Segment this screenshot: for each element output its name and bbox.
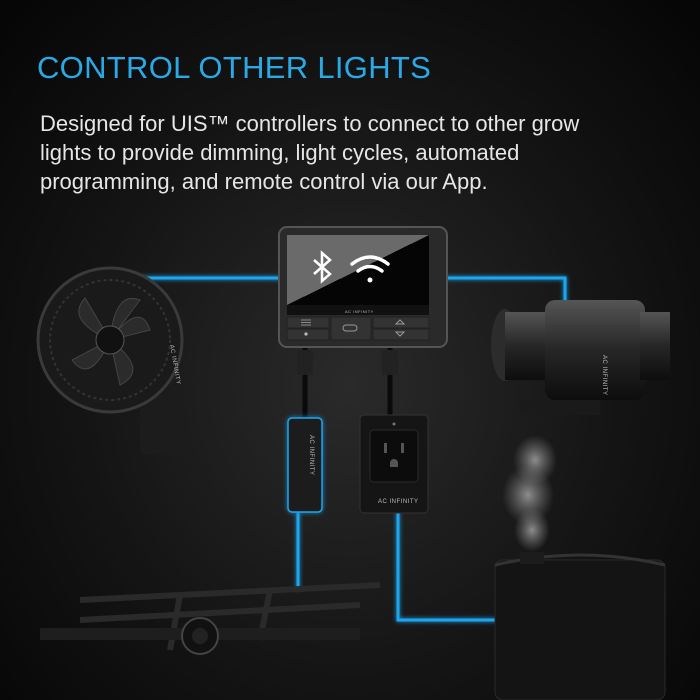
duct-fan-brand: AC INFINITY: [601, 355, 607, 396]
uis-controller: AC INFINITY: [278, 226, 448, 348]
description-line: programming, and remote control via our …: [40, 169, 488, 194]
humidifier: [494, 435, 666, 700]
smart-outlet: AC INFINITY: [359, 414, 429, 514]
dimming-adapter: AC INFINITY: [287, 417, 323, 513]
up-button: [372, 316, 430, 329]
inline-duct-fan: AC INFINITY: [491, 300, 670, 415]
grow-light: [40, 582, 381, 655]
outlet-brand: AC INFINITY: [378, 499, 419, 505]
wifi-icon: [350, 255, 390, 283]
controller-brand: AC INFINITY: [345, 309, 374, 314]
plug: [297, 350, 313, 375]
mode-button: [330, 316, 372, 341]
description-line: Designed for UIS™ controllers to connect…: [40, 111, 580, 136]
bluetooth-icon: [313, 250, 332, 284]
line-to-humidifier: [396, 512, 505, 622]
settings-button: [286, 328, 330, 341]
description-line: lights to provide dimming, light cycles,…: [40, 140, 520, 165]
clip-fan: AC INFINITY: [36, 266, 185, 455]
description: Designed for UIS™ controllers to connect…: [40, 109, 680, 196]
adapter-brand: AC INFINITY: [308, 435, 314, 476]
page-title: CONTROL OTHER LIGHTS: [37, 50, 432, 85]
cables: [302, 345, 393, 420]
plug: [382, 350, 398, 375]
